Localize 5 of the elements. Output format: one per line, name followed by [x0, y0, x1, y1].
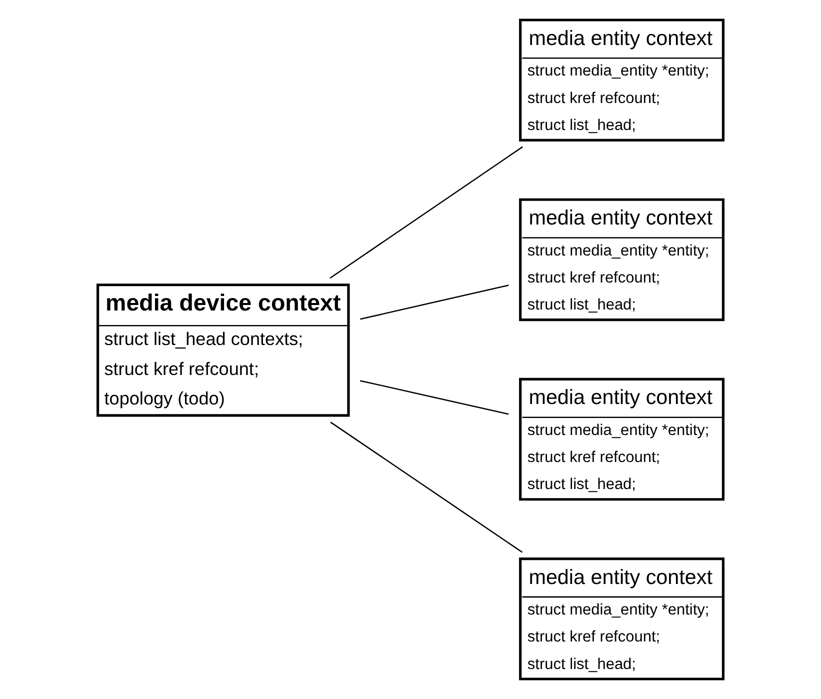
- connector: [360, 284, 509, 320]
- node-box: media device context struct list_head contexts; struct kref refcount; topology (todo): [96, 284, 350, 417]
- connector: [360, 380, 509, 415]
- connector: [330, 146, 523, 279]
- connector: [330, 422, 523, 553]
